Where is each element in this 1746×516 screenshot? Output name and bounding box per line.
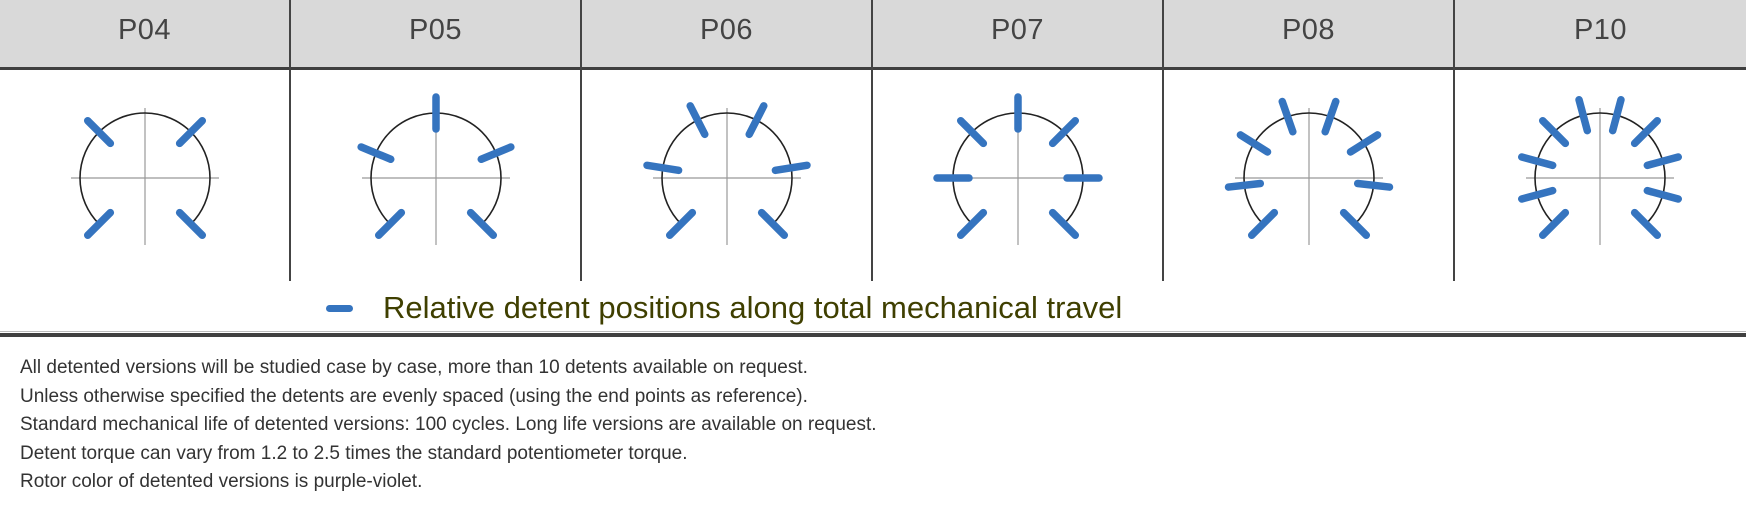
detent-mark [1643, 186, 1682, 203]
travel-arc [661, 112, 793, 225]
column-label: P10 [1573, 14, 1628, 46]
detent-mark [757, 208, 789, 240]
detent-mark [357, 143, 395, 163]
detent-mark [1247, 208, 1279, 240]
detent-mark [1048, 116, 1080, 148]
divider [0, 333, 1746, 337]
column-p04: P04 [0, 0, 291, 281]
legend: Relative detent positions along total me… [326, 288, 1122, 328]
detent-mark [175, 208, 207, 240]
column-p07: P07 [873, 0, 1164, 281]
detent-mark [83, 116, 115, 148]
detent-diagram [357, 93, 515, 245]
detent-mark [374, 208, 406, 240]
detent-mark [175, 116, 207, 148]
note: Unless otherwise specified the detents a… [20, 385, 808, 407]
detent-mark [1643, 153, 1682, 170]
detent-mark [1518, 186, 1557, 203]
notes: All detented versions will be studied ca… [20, 354, 877, 497]
detent-mark [1538, 116, 1570, 148]
detent-mark [956, 208, 988, 240]
detent-diagram [933, 93, 1103, 245]
detent-mark [1236, 131, 1272, 156]
detent-mark [771, 161, 811, 175]
detent-mark [477, 143, 515, 163]
column-label: P07 [990, 14, 1045, 46]
column-label: P05 [408, 14, 463, 46]
detent-mark [1353, 179, 1394, 191]
detent-mark [1278, 97, 1297, 136]
detent-mark [643, 161, 683, 175]
travel-arc [1534, 112, 1666, 225]
column-p05: P05 [291, 0, 582, 281]
detent-mark [1518, 153, 1557, 170]
detent-mark [745, 102, 768, 139]
detent-mark [1630, 208, 1662, 240]
column-p06: P06 [582, 0, 873, 281]
detent-mark [1346, 131, 1382, 156]
column-label: P08 [1281, 14, 1336, 46]
detent-diagram [1518, 96, 1682, 245]
travel-arc [79, 112, 211, 225]
note: All detented versions will be studied ca… [20, 357, 808, 378]
detent-mark [466, 208, 498, 240]
detent-mark [1608, 96, 1625, 135]
detent-mark [665, 208, 697, 240]
note: Detent torque can vary from 1.2 to 2.5 t… [20, 442, 688, 464]
detent-table: P04 P05 P06 P07 P08 P10 [0, 0, 1746, 281]
detent-diagram [71, 108, 219, 245]
detent-mark [956, 116, 988, 148]
detent-mark [1575, 96, 1592, 135]
note: Rotor color of detented versions is purp… [20, 471, 423, 492]
column-label: P06 [699, 14, 754, 46]
detent-mark [1048, 208, 1080, 240]
column-label: P04 [117, 14, 172, 46]
detent-mark [1339, 208, 1371, 240]
divider-light [0, 331, 1746, 332]
detent-mark [83, 208, 115, 240]
detent-diagram [1224, 97, 1394, 245]
detent-mark [1321, 97, 1340, 136]
note: Standard mechanical life of detented ver… [20, 414, 877, 435]
detent-mark [1630, 116, 1662, 148]
legend-text: Relative detent positions along total me… [383, 290, 1123, 325]
detent-mark [1538, 208, 1570, 240]
detent-diagram [643, 102, 811, 245]
column-p08: P08 [1164, 0, 1455, 281]
detent-mark-icon [326, 304, 353, 312]
detent-mark [1224, 179, 1265, 191]
table-header [0, 0, 1746, 70]
detent-mark [686, 102, 709, 139]
column-p10: P10 [1455, 0, 1746, 281]
